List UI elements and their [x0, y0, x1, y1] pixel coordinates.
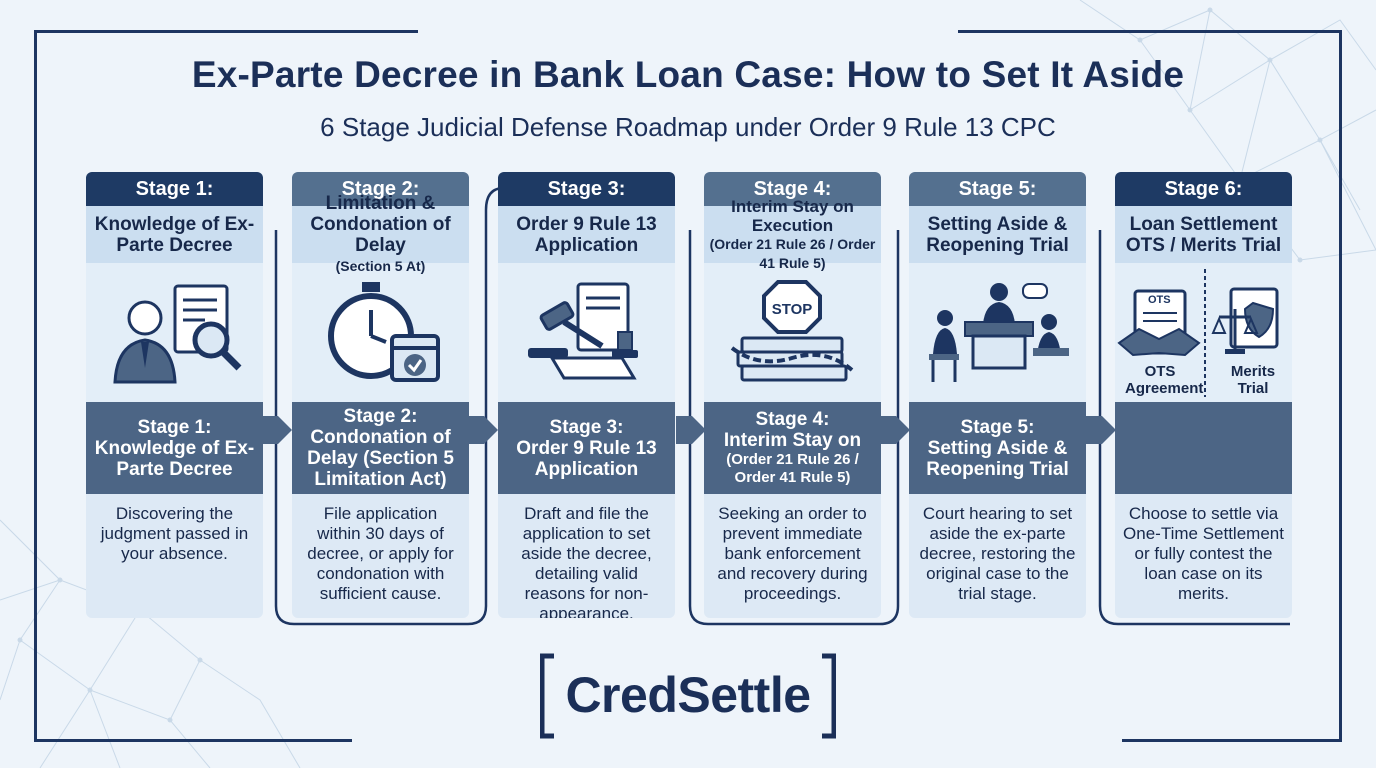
courtroom-hearing-icon [909, 263, 1086, 402]
stage-title: Interim Stay on Execution (Order 21 Rule… [704, 197, 881, 271]
stage-band: Stage 2: Condonation of Delay (Section 5… [292, 402, 469, 494]
stage-title-main: Interim Stay on Execution [731, 196, 854, 235]
stage-card-5: Stage 5: Setting Aside & Reopening Trial… [909, 172, 1086, 618]
ots-doc-label: OTS [1148, 294, 1171, 306]
stage-band: Stage 4: Interim Stay on (Order 21 Rule … [704, 402, 881, 494]
frame-left [34, 30, 37, 742]
frame-top-right [958, 30, 1342, 33]
stage-band-empty [1115, 402, 1292, 494]
stage-band: Stage 1: Knowledge of Ex-Parte Decree [86, 402, 263, 494]
frame-right [1339, 30, 1342, 742]
band-note: (Order 21 Rule 26 / Order 41 Rule 5) [726, 451, 859, 486]
stage-title-main: Limitation & Condonation of Delay [310, 192, 451, 256]
credsettle-logo: CredSettle [540, 652, 836, 740]
stage-title: Order 9 Rule 13 Application [498, 206, 675, 263]
stage-label: Stage 6: [1115, 172, 1292, 206]
stage-label: Stage 2: [292, 172, 469, 206]
stage-description: Discovering the judgment passed in your … [100, 504, 249, 563]
stage-title: Knowledge of Ex-Parte Decree [86, 206, 263, 263]
band-title: Knowledge of Ex-Parte Decree [94, 437, 255, 480]
ots-merits-split-icon: OTS OTS Agreement Merits Trial [1115, 263, 1292, 402]
band-title: Interim Stay on [723, 430, 862, 451]
stage-band: Stage 3: Order 9 Rule 13 Application [498, 402, 675, 494]
stage-card-1: Stage 1: Knowledge of Ex-Parte Decree St… [86, 172, 263, 618]
stop-sign-cash-chain-icon: STOP [704, 263, 881, 402]
stage-band: Stage 5: Setting Aside & Reopening Trial [909, 402, 1086, 494]
band-label: Stage 1: [137, 416, 212, 438]
merits-trial-label: Merits Trial [1230, 363, 1276, 397]
stage-description: Court hearing to set aside the ex-parte … [919, 504, 1076, 603]
band-title: Condonation of Delay (Section 5 Limitati… [307, 427, 454, 490]
stage-title: Limitation & Condonation of Delay (Secti… [292, 193, 469, 274]
stage-card-6: Stage 6: Loan Settlement OTS / Merits Tr… [1115, 172, 1292, 618]
person-document-search-icon [86, 263, 263, 402]
stage-title: Loan Settlement OTS / Merits Trial [1115, 206, 1292, 263]
band-label: Stage 4: [755, 409, 830, 430]
band-label: Stage 5: [960, 416, 1035, 438]
stage-title-note: (Order 21 Rule 26 / Order 41 Rule 5) [709, 235, 876, 271]
band-label: Stage 2: [343, 406, 418, 427]
stage-card-2: Stage 2: Limitation & Condonation of Del… [292, 172, 469, 618]
stage-label: Stage 4: [704, 172, 881, 206]
band-label: Stage 3: [549, 416, 624, 438]
frame-bottom-right [1122, 739, 1342, 742]
frame-top-left [34, 30, 418, 33]
stage-description: Choose to settle via One-Time Settlement… [1123, 504, 1284, 603]
logo-text: CredSettle [565, 667, 811, 723]
stage-label: Stage 1: [86, 172, 263, 206]
page-subtitle: 6 Stage Judicial Defense Roadmap under O… [320, 112, 1056, 142]
gavel-document-stamp-icon [498, 263, 675, 402]
stage-label: Stage 3: [498, 172, 675, 206]
stage-label: Stage 5: [909, 172, 1086, 206]
ots-agreement-label: OTS Agreement [1125, 363, 1204, 397]
stage-description: Seeking an order to prevent immediate ba… [717, 504, 868, 603]
stage-title: Setting Aside & Reopening Trial [909, 206, 1086, 263]
stage-card-4: Stage 4: Interim Stay on Execution (Orde… [704, 172, 881, 618]
stage-description: File application within 30 days of decre… [307, 504, 454, 603]
stage-card-3: Stage 3: Order 9 Rule 13 Application Sta… [498, 172, 675, 618]
band-title: Order 9 Rule 13 Application [516, 437, 657, 480]
svg-text:STOP: STOP [771, 301, 812, 318]
stage-description: Draft and file the application to set as… [521, 504, 652, 618]
page-title: Ex-Parte Decree in Bank Loan Case: How t… [191, 54, 1185, 95]
stage-title-note: (Section 5 At) [335, 257, 426, 274]
band-title: Setting Aside & Reopening Trial [926, 437, 1069, 480]
frame-bottom-left [34, 739, 352, 742]
stopwatch-calendar-icon [292, 263, 469, 402]
